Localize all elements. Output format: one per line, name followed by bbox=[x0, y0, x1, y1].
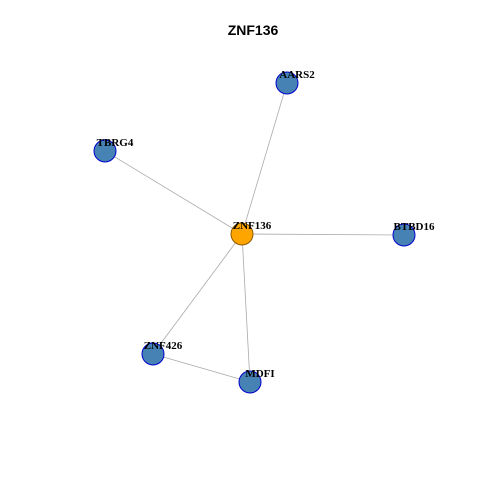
node-znf136[interactable]: ZNF136 bbox=[230, 220, 272, 246]
node-circle-znf426[interactable] bbox=[141, 342, 165, 366]
edge-znf136-btbd16 bbox=[241, 233, 405, 236]
edge-znf136-znf426 bbox=[152, 233, 243, 355]
node-circle-aars2[interactable] bbox=[275, 71, 299, 95]
node-label-btbd16: BTBD16 bbox=[394, 221, 435, 233]
node-tbrg4[interactable]: TBRG4 bbox=[93, 137, 134, 163]
node-circle-znf136[interactable] bbox=[230, 222, 254, 246]
edge-znf426-mdfi bbox=[152, 353, 251, 383]
node-znf426[interactable]: ZNF426 bbox=[141, 340, 183, 366]
node-mdfi[interactable]: MDFI bbox=[238, 368, 275, 394]
node-label-tbrg4: TBRG4 bbox=[97, 137, 134, 149]
node-label-mdfi: MDFI bbox=[245, 368, 274, 380]
edge-znf136-tbrg4 bbox=[104, 150, 243, 235]
node-circle-btbd16[interactable] bbox=[392, 223, 416, 247]
node-label-znf136: ZNF136 bbox=[233, 220, 272, 232]
node-aars2[interactable]: AARS2 bbox=[275, 69, 315, 95]
node-circle-tbrg4[interactable] bbox=[93, 139, 117, 163]
edge-znf136-mdfi bbox=[241, 233, 251, 383]
node-btbd16[interactable]: BTBD16 bbox=[392, 221, 435, 247]
edge-znf136-aars2 bbox=[241, 82, 288, 235]
diagram-title: ZNF136 bbox=[228, 22, 279, 38]
node-circle-mdfi[interactable] bbox=[238, 370, 262, 394]
node-label-aars2: AARS2 bbox=[279, 69, 315, 81]
edges-layer bbox=[104, 82, 405, 383]
node-label-znf426: ZNF426 bbox=[144, 340, 183, 352]
